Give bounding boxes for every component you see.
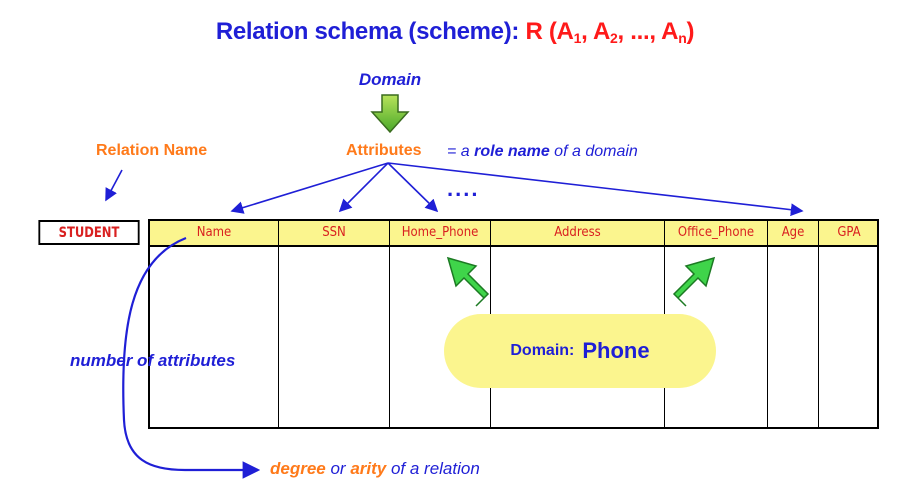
phone-domain-bubble: Domain: Phone [444, 314, 716, 388]
column-header-ssn: SSN [322, 225, 346, 240]
column-divider [278, 221, 279, 427]
column-header-gpa: GPA [837, 225, 861, 240]
column-header-address: Address [554, 225, 601, 240]
number-of-attributes-label: number of attributes [70, 351, 236, 370]
relation-name-box: STUDENT [38, 220, 140, 245]
degree-arity-label: degree or arity of a relation [270, 459, 480, 478]
ellipsis: .... [447, 176, 480, 201]
degree-curve-arrow [122, 236, 261, 479]
table-header-row: Name SSN Home_Phone Address Office_Phone… [150, 221, 877, 247]
attribute-arrow-age [387, 162, 804, 217]
relation-name-arrow [105, 169, 123, 202]
column-divider [767, 221, 768, 427]
phone-domain-label: Domain: [510, 342, 575, 359]
relation-name-label: Relation Name [96, 142, 208, 159]
column-header-name: Name [196, 225, 232, 240]
domain-label: Domain [358, 70, 422, 89]
column-divider [389, 221, 390, 427]
column-header-office-phone: Office_Phone [677, 225, 755, 240]
role-name-description: = a role name of a domain [447, 143, 638, 160]
column-header-home-phone: Home_Phone [401, 225, 479, 240]
attributes-label: Attributes [346, 142, 422, 159]
attribute-arrow-home-phone [387, 162, 439, 213]
domain-down-arrow [370, 94, 410, 134]
attribute-arrow-ssn [338, 162, 389, 213]
office-phone-green-arrow [672, 256, 716, 307]
column-header-age: Age [781, 225, 805, 240]
slide-title: Relation schema (scheme): R (A1, A2, ...… [0, 18, 910, 46]
home-phone-green-arrow [446, 256, 490, 307]
title-prefix: Relation schema (scheme): [215, 18, 526, 45]
attribute-arrow-name [230, 162, 389, 214]
title-relation: R (A1, A2, ..., An) [525, 18, 695, 46]
phone-domain-value: Phone [582, 338, 650, 363]
column-divider [818, 221, 819, 427]
